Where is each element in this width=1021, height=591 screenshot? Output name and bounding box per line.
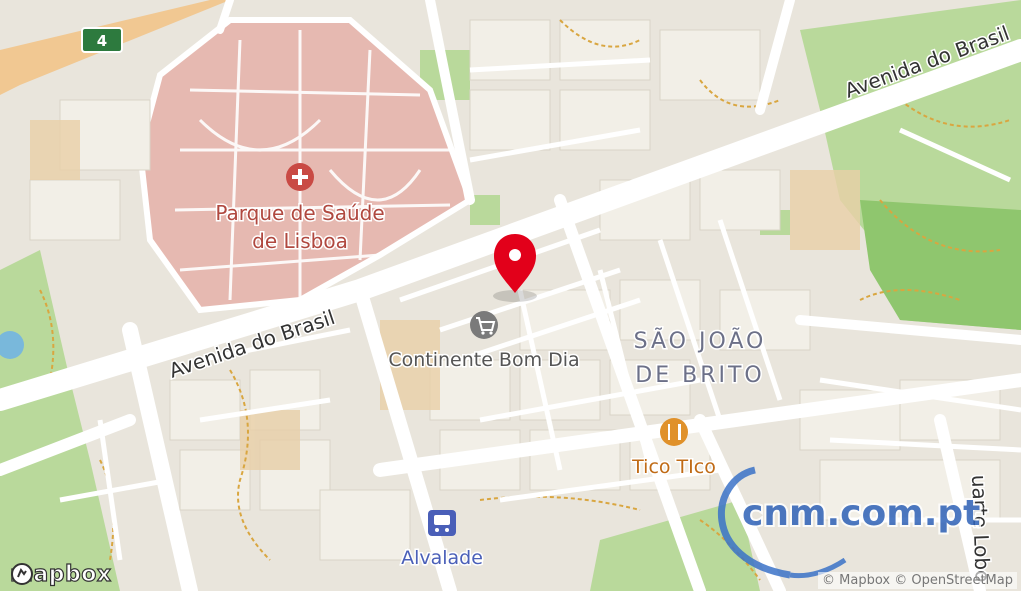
hospital-paths (174, 30, 451, 301)
watermark: cnm.com.pt (717, 466, 982, 579)
highway-shield-label: 4 (97, 32, 107, 50)
shopping-cart-icon[interactable] (470, 311, 498, 339)
store-label: Continente Bom Dia (388, 349, 579, 371)
restaurant-label: Tico TIco (631, 456, 716, 478)
watermark-text: cnm.com.pt (742, 493, 980, 534)
hospital-name-line2: de Lisboa (252, 229, 348, 253)
footpaths (39, 19, 1011, 581)
metro-train-icon[interactable] (428, 510, 456, 536)
hospital-cross-icon[interactable] (286, 163, 314, 191)
minor-roads (59, 57, 1021, 561)
map-attribution[interactable]: © Mapbox © OpenStreetMap (818, 572, 1017, 589)
street-label-avenida-left: Avenida do Brasil (166, 305, 338, 383)
location-pin-icon[interactable] (493, 234, 537, 302)
street-label-vertical: uarte Lobo (967, 474, 995, 582)
highway-shield: 4 (81, 27, 123, 53)
street-label-avenida-right: Avenida do Brasil (842, 21, 1013, 103)
metro-label: Alvalade (401, 547, 483, 569)
mapbox-logo[interactable]: mapbox (9, 561, 111, 587)
hospital-name-line1: Parque de Saúde (215, 201, 384, 225)
district-label-line2: DE BRITO (635, 363, 764, 388)
park-dense (860, 200, 1021, 330)
district-label-line1: SÃO JOÃO (634, 327, 767, 354)
fork-knife-icon[interactable] (660, 418, 688, 446)
water-pond (0, 331, 24, 359)
mapbox-icon (11, 563, 33, 585)
